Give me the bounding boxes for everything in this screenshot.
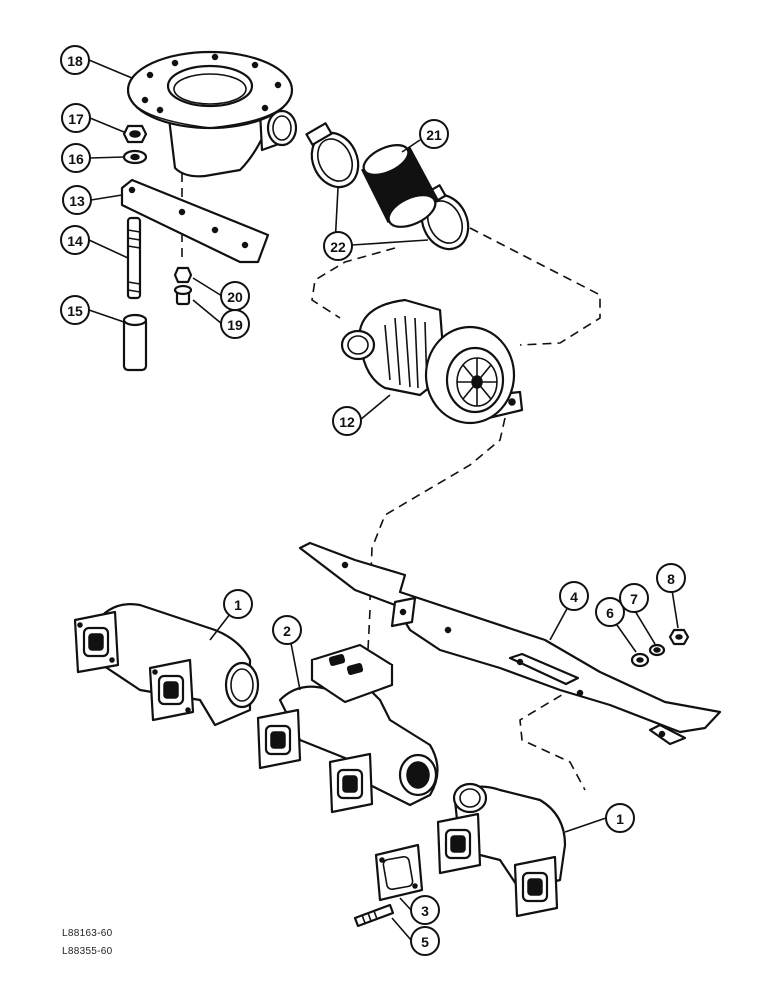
svg-text:20: 20 [227, 289, 243, 305]
svg-text:7: 7 [630, 591, 638, 607]
callout-5: 5 [410, 926, 440, 956]
svg-text:12: 12 [339, 414, 355, 430]
svg-text:17: 17 [68, 111, 84, 127]
callout-16: 16 [61, 143, 91, 173]
callout-14: 14 [60, 225, 90, 255]
part-manifold-1-left [73, 603, 260, 727]
part-washer-6 [630, 652, 650, 668]
svg-text:16: 16 [68, 151, 84, 167]
callout-18: 18 [60, 45, 90, 75]
part-stud-14 [126, 216, 142, 300]
svg-text:4: 4 [570, 589, 578, 605]
callout-1-lower: 1 [605, 803, 635, 833]
part-bolt-19 [173, 284, 193, 306]
callout-1-upper: 1 [223, 589, 253, 619]
callout-15: 15 [60, 295, 90, 325]
part-clamp-22-upper [305, 122, 360, 189]
part-bracket-13 [120, 178, 270, 264]
part-nut-8 [668, 628, 690, 646]
svg-text:22: 22 [330, 239, 346, 255]
part-nut-20 [173, 266, 193, 284]
svg-text:1: 1 [234, 597, 242, 613]
callout-6: 6 [595, 597, 625, 627]
callout-8: 8 [656, 563, 686, 593]
svg-text:5: 5 [421, 934, 429, 950]
callout-7: 7 [619, 583, 649, 613]
part-manifold-2-center [256, 643, 439, 814]
part-hose-21 [360, 144, 440, 228]
part-turbocharger-12 [340, 298, 524, 425]
callout-4: 4 [559, 581, 589, 611]
callout-3: 3 [410, 895, 440, 925]
callout-22: 22 [323, 231, 353, 261]
part-housing-18 [126, 50, 298, 178]
reference-code-1: L88163-60 [62, 928, 113, 939]
part-stud-5 [353, 903, 395, 928]
callout-13: 13 [62, 185, 92, 215]
callout-12: 12 [332, 406, 362, 436]
reference-code-2: L88355-60 [62, 946, 113, 957]
callout-21: 21 [419, 119, 449, 149]
svg-text:2: 2 [283, 623, 291, 639]
callout-17: 17 [61, 103, 91, 133]
svg-text:19: 19 [227, 317, 243, 333]
callout-19: 19 [220, 309, 250, 339]
part-washer-16 [122, 149, 148, 165]
part-heat-shield-4 [298, 541, 722, 746]
svg-text:8: 8 [667, 571, 675, 587]
svg-text:3: 3 [421, 903, 429, 919]
part-lockwasher-7 [648, 643, 666, 657]
svg-text:21: 21 [426, 127, 442, 143]
svg-text:15: 15 [67, 303, 83, 319]
callout-2: 2 [272, 615, 302, 645]
callout-20: 20 [220, 281, 250, 311]
svg-text:14: 14 [67, 233, 83, 249]
part-manifold-1-right [436, 782, 567, 918]
svg-text:6: 6 [606, 605, 614, 621]
part-gasket-3 [374, 843, 424, 902]
callouts: 18 17 16 13 14 15 21 22 20 19 12 [60, 45, 686, 956]
svg-text:1: 1 [616, 811, 624, 827]
svg-text:13: 13 [69, 193, 85, 209]
svg-text:18: 18 [67, 53, 83, 69]
part-spacer-15 [122, 313, 148, 372]
part-nut-17 [122, 124, 148, 144]
